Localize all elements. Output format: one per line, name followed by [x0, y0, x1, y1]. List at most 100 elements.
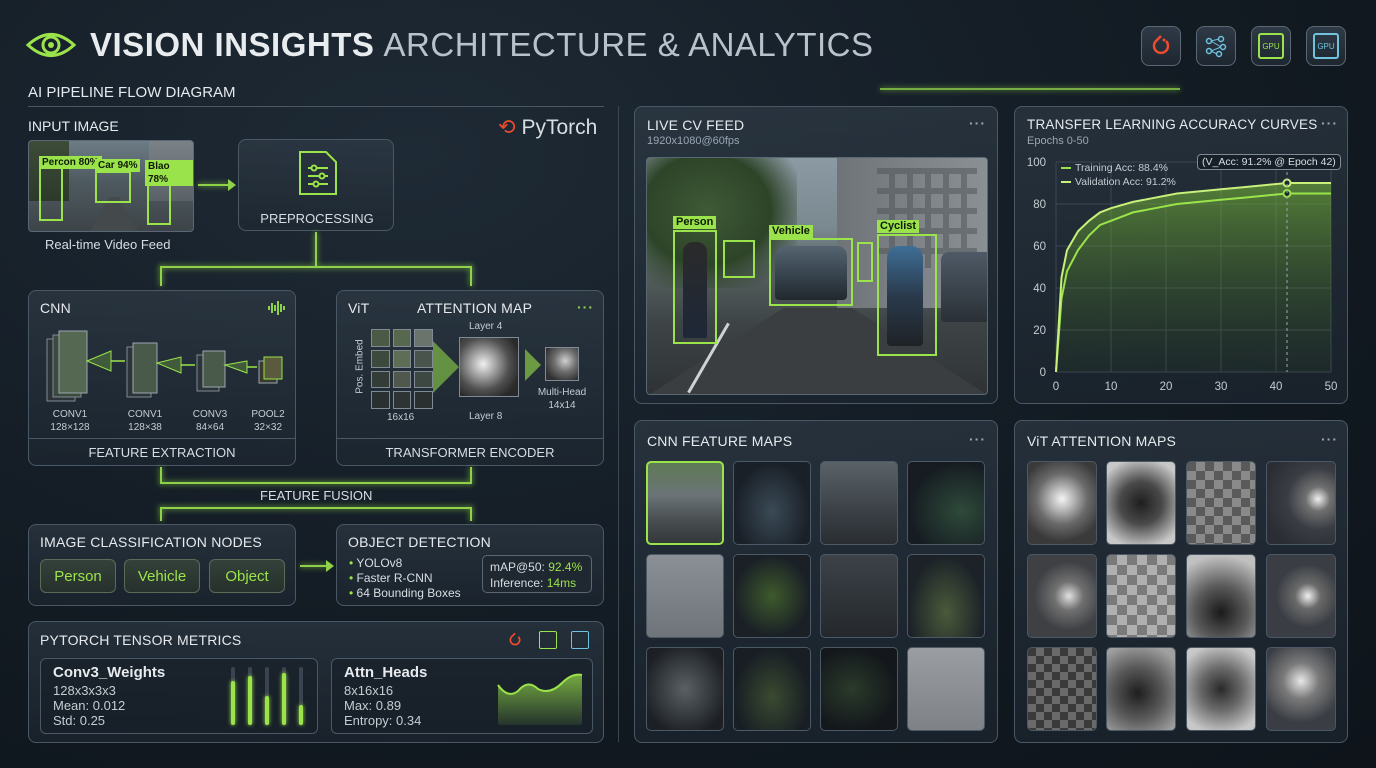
feature-map-tile[interactable]	[733, 554, 811, 638]
feature-map-tile[interactable]	[646, 647, 724, 731]
x-tick-label: 50	[1325, 381, 1338, 393]
classification-panel[interactable]: IMAGE CLASSIFICATION NODES Person Vehicl…	[28, 524, 296, 606]
attention-tile[interactable]	[1266, 554, 1336, 638]
detection-title: OBJECT DETECTION	[348, 534, 491, 550]
bbox-person[interactable]	[673, 230, 717, 344]
attention-tile[interactable]	[1186, 461, 1256, 545]
connector-to-cnn	[160, 266, 162, 286]
live-feed-panel[interactable]: LIVE CV FEED 1920x1080@60fps ··· Person …	[634, 106, 998, 404]
connector-cnn-down	[160, 467, 162, 483]
histogram-bar	[282, 673, 286, 725]
input-bbox-car	[95, 171, 131, 203]
multi-head-label: Multi-Head 14x14	[529, 386, 595, 412]
detection-item: • 64 Bounding Boxes	[349, 586, 461, 601]
feature-map-tile[interactable]	[907, 554, 985, 638]
attention-tile[interactable]	[1266, 647, 1336, 731]
more-options-icon[interactable]: ···	[969, 115, 986, 131]
connector-horizontal	[160, 266, 472, 268]
attention-tile[interactable]	[1106, 647, 1176, 731]
neural-icon[interactable]	[1196, 26, 1236, 66]
more-options-icon[interactable]: ···	[577, 299, 594, 315]
arrow-class-to-detect	[300, 565, 328, 567]
class-node-object[interactable]: Object	[209, 559, 285, 593]
feature-map-tile[interactable]	[733, 647, 811, 731]
feature-map-tile[interactable]	[907, 647, 985, 731]
feature-map-tile[interactable]	[733, 461, 811, 545]
cpu-chip-icon[interactable]: GPU	[1306, 26, 1346, 66]
inference-label: Inference:	[490, 576, 544, 590]
attention-tile[interactable]	[1266, 461, 1336, 545]
cnn-feature-maps-panel[interactable]: CNN FEATURE MAPS ···	[634, 420, 998, 743]
cyclist-figure	[887, 246, 923, 346]
bbox-small-vehicle[interactable]	[857, 242, 873, 282]
training-line	[1055, 192, 1331, 373]
pytorch-logo-icon: ⟲	[498, 116, 516, 139]
cnn-title: CNN	[40, 300, 71, 316]
validation-line	[1055, 182, 1331, 373]
feature-map-tile[interactable]	[820, 554, 898, 638]
attn-entropy: Entropy: 0.34	[344, 713, 422, 728]
x-tick-label: 20	[1160, 381, 1173, 393]
conv1-stack	[46, 330, 88, 402]
detection-panel[interactable]: OBJECT DETECTION • YOLOv8 • Faster R-CNN…	[336, 524, 604, 606]
pytorch-small-icon	[507, 632, 523, 653]
feature-map-tile[interactable]	[907, 461, 985, 545]
cnn-layer-3: POOL2 32×32	[241, 408, 295, 434]
more-options-icon[interactable]: ···	[1321, 115, 1338, 131]
class-node-person[interactable]: Person	[40, 559, 116, 593]
feature-map-tile[interactable]	[646, 554, 724, 638]
vit-panel[interactable]: ViT ATTENTION MAP ··· Pos. Embed 16x16 L…	[336, 290, 604, 466]
bullet-icon: •	[349, 556, 354, 570]
attention-tile[interactable]	[1106, 554, 1176, 638]
feature-map-tile[interactable]	[820, 461, 898, 545]
attention-tile[interactable]	[1027, 461, 1097, 545]
transform-arrow	[433, 341, 459, 393]
attention-tile[interactable]	[1027, 647, 1097, 731]
legend-train-label: Training Acc: 88.4%	[1075, 162, 1168, 174]
arrow-head-icon	[228, 179, 236, 191]
bbox-cyclist[interactable]	[877, 234, 937, 356]
layer-name: CONV3	[192, 409, 228, 420]
gpu-label: GPU	[1258, 33, 1284, 59]
attention-tile[interactable]	[1027, 554, 1097, 638]
conv-weights-card[interactable]: Conv3_Weights 128x3x3x3 Mean: 0.012 Std:…	[40, 658, 318, 734]
attn-heads-card[interactable]: Attn_Heads 8x16x16 Max: 0.89 Entropy: 0.…	[331, 658, 593, 734]
bbox-pedestrians[interactable]	[723, 240, 755, 278]
tensor-metrics-panel[interactable]: PYTORCH TENSOR METRICS Conv3_Weights 128…	[28, 621, 604, 743]
attention-tile[interactable]	[1186, 647, 1256, 731]
multi-head-dims: 14x14	[548, 400, 576, 411]
preprocessing-node[interactable]: PREPROCESSING	[238, 139, 394, 231]
input-caption: Real-time Video Feed	[45, 237, 171, 252]
attention-tile[interactable]	[1186, 554, 1256, 638]
input-image[interactable]: Percon 80% Car 94% Blao 78%	[28, 140, 194, 232]
input-label-bike: Blao 78%	[145, 160, 193, 186]
attention-tile[interactable]	[1106, 461, 1176, 545]
more-options-icon[interactable]: ···	[1321, 431, 1338, 447]
header-glow-line	[880, 88, 1180, 90]
feature-map-tile[interactable]	[820, 647, 898, 731]
connector-down	[315, 232, 317, 266]
legend-train-swatch	[1061, 167, 1071, 170]
eye-logo-icon	[25, 28, 77, 62]
y-tick-label: 40	[1033, 283, 1046, 295]
attn-sparkline	[497, 673, 583, 725]
class-node-vehicle[interactable]: Vehicle	[124, 559, 200, 593]
feature-map-tile[interactable]	[646, 461, 724, 545]
gpu-chip-icon[interactable]: GPU	[1251, 26, 1291, 66]
live-feed-resolution: 1920x1080@60fps	[647, 135, 740, 147]
more-options-icon[interactable]: ···	[969, 431, 986, 447]
connector-to-classification	[160, 507, 162, 521]
accuracy-panel[interactable]: TRANSFER LEARNING ACCURACY CURVES Epochs…	[1014, 106, 1348, 404]
bbox-vehicle[interactable]	[769, 238, 853, 306]
cnn-panel[interactable]: CNN CONV1 128×128 CONV1 128×38	[28, 290, 296, 466]
chart-annotation: (V_Acc: 91.2% @ Epoch 42)	[1197, 154, 1341, 170]
accuracy-title: TRANSFER LEARNING ACCURACY CURVES	[1027, 117, 1318, 132]
live-feed-video[interactable]: Person Vehicle Cyclist	[646, 157, 988, 395]
legend-val-label: Validation Acc: 91.2%	[1075, 176, 1176, 188]
vit-attention-maps-panel[interactable]: ViT ATTENTION MAPS ···	[1014, 420, 1348, 743]
layer-dims: 84×64	[195, 422, 225, 433]
x-tick-label: 0	[1053, 381, 1059, 393]
pytorch-icon[interactable]	[1141, 26, 1181, 66]
bullet-icon: •	[349, 571, 354, 585]
